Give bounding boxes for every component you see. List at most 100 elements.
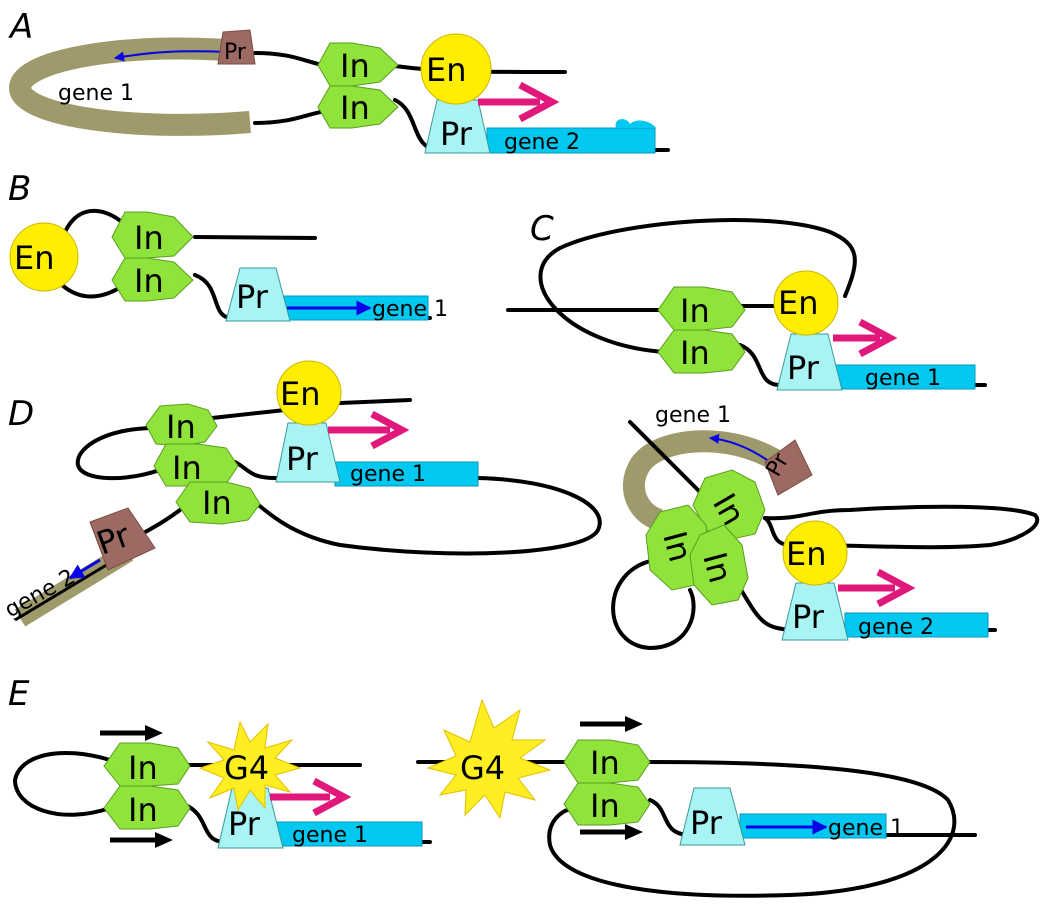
panel-d-label: D: [8, 394, 34, 434]
panel-d-left: D gene 2 Pr In In In gene 1 Pr En: [1, 360, 602, 627]
gene-box: [829, 364, 976, 390]
gene-label: gene 2: [504, 130, 580, 155]
promoter-label: Pr: [228, 805, 261, 843]
insulator-label: In: [340, 89, 370, 127]
enhancer-node: [782, 520, 848, 586]
dna-loop: [547, 760, 957, 898]
insulator-label: In: [134, 262, 164, 300]
gene-box: [334, 461, 479, 487]
insulator-node: [103, 742, 191, 787]
insulator-label: In: [128, 749, 158, 787]
gene-label: gene 1: [372, 297, 448, 322]
promoter-node: [764, 439, 813, 496]
promoter-label: Pr: [792, 598, 825, 636]
dna-strand: [193, 235, 317, 240]
gene-label: gene 1: [350, 462, 426, 487]
activation-arrowhead: [876, 568, 916, 608]
insulator-node: [175, 481, 261, 525]
direction-arrowhead: [625, 824, 643, 840]
enhancer-label: En: [280, 375, 321, 413]
panel-a-label: A: [8, 7, 33, 47]
insulator-node: [689, 524, 749, 606]
gene-box: [844, 612, 989, 638]
dna-loop: [611, 558, 696, 651]
promoter-label: Pr: [440, 115, 473, 153]
activation-arrowhead: [370, 410, 410, 450]
promoter-label: Pr: [236, 278, 269, 316]
panel-e-right: G4 In In Pr gene 1: [416, 698, 977, 898]
insulator-label: In: [590, 744, 620, 782]
insulator-label: In: [166, 408, 196, 446]
dna-loop: [538, 218, 857, 354]
panel-c-label: C: [530, 209, 554, 249]
insulator-node: [317, 85, 399, 129]
promoter-node: [89, 507, 156, 571]
gene-label: gene 1: [58, 81, 134, 106]
insulator-node: [563, 739, 651, 784]
enhancer-label: En: [426, 51, 467, 89]
gene-label: gene 2: [858, 615, 934, 640]
enhancer-label: En: [14, 239, 55, 277]
transcript-arrow: [68, 558, 101, 580]
dna-strand: [628, 420, 702, 494]
insulator-label: In: [590, 787, 620, 825]
gene-box: [274, 821, 423, 847]
insulator-node: [111, 211, 194, 259]
enhancer-node: [9, 222, 79, 292]
dna-strand: [233, 460, 480, 480]
g4-label: G4: [224, 749, 269, 787]
promoter-label: Pr: [690, 804, 723, 842]
insulator-label: In: [134, 219, 164, 257]
insulator-label: In: [172, 449, 202, 487]
direction-arrowhead: [145, 725, 163, 741]
dna-loop: [253, 476, 602, 556]
enhancer-label: En: [786, 535, 827, 573]
insulator-label: In: [202, 484, 232, 522]
dna-strand: [210, 408, 287, 420]
promoter-node: [217, 29, 256, 65]
activation-arrowhead: [518, 81, 560, 123]
transcript-arrow: [709, 433, 771, 463]
g4-burst: [426, 698, 552, 820]
insulator-node: [145, 403, 218, 447]
insulator-node: [563, 782, 651, 826]
enhancer-node: [773, 270, 839, 336]
enhancer-node: [276, 360, 342, 426]
g4-label: G4: [460, 749, 505, 787]
activation-arrowhead: [858, 318, 898, 358]
gene-box: [486, 127, 656, 154]
gene-label: gene 1: [865, 366, 941, 391]
panel-d-right: gene 1 Pr In In In gene 2 Pr En: [611, 403, 1040, 651]
direction-arrowhead: [625, 716, 643, 732]
insulator-node: [692, 469, 766, 541]
promoter-node: [679, 787, 746, 846]
dna-loop: [75, 426, 167, 481]
insulator-node: [103, 785, 191, 830]
dna-loop: [763, 504, 1040, 550]
panel-e-label: E: [8, 674, 30, 714]
g4-burst: [198, 720, 302, 812]
panel-c: C In In gene 1 Pr En: [506, 209, 987, 391]
enhancer-label: En: [778, 284, 819, 322]
promoter-label: Pr: [286, 440, 319, 478]
activation-arrowhead: [312, 777, 352, 817]
insulator-label: In: [680, 334, 710, 372]
panel-e-left: E In In gene 1 Pr G4: [8, 674, 432, 849]
dna-loop: [12, 751, 112, 817]
transcript-arrow: [114, 50, 226, 62]
panel-a: A Pr gene 1 In In gene 2 Pr En: [8, 7, 670, 155]
gene-label: gene 1: [828, 816, 904, 841]
gene-1-strand: [8, 37, 252, 136]
insulator-label: In: [680, 292, 710, 330]
dna-strand: [338, 398, 412, 405]
panel-b-label: B: [8, 169, 31, 209]
enhancer-node: [420, 33, 492, 105]
insulator-node: [111, 257, 194, 302]
gene-label: gene 1: [655, 403, 731, 428]
insulator-node: [657, 286, 746, 331]
promoter-node: [225, 267, 291, 322]
promoter-label: Pr: [787, 349, 820, 387]
panel-b: B In In En Pr gene 1: [8, 169, 448, 322]
